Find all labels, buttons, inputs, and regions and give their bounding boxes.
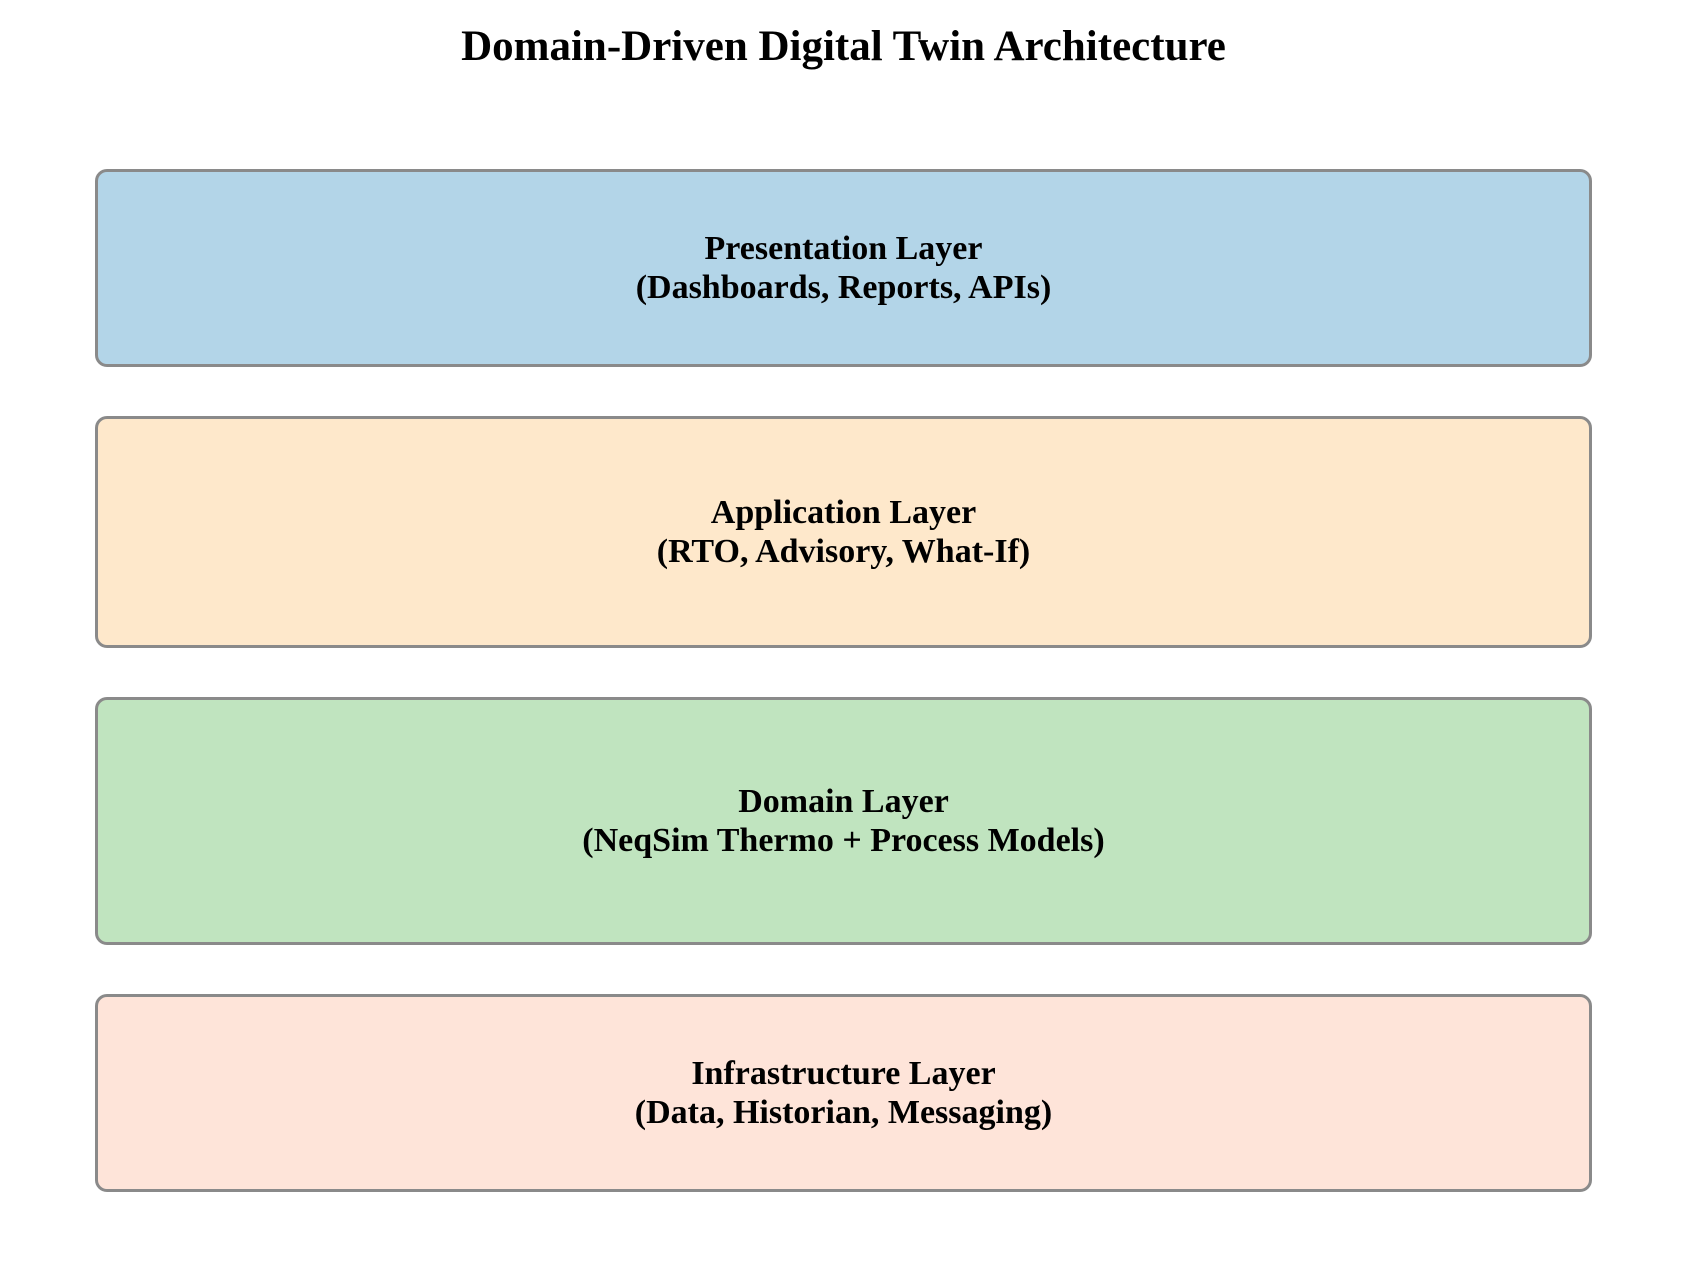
layer-name: Infrastructure Layer xyxy=(691,1055,996,1092)
presentation-layer-box: Presentation Layer (Dashboards, Reports,… xyxy=(95,169,1592,367)
layer-description: (NeqSim Thermo + Process Models) xyxy=(582,822,1105,859)
layer-description: (Data, Historian, Messaging) xyxy=(634,1094,1053,1131)
diagram-title: Domain-Driven Digital Twin Architecture xyxy=(461,23,1226,70)
infrastructure-layer-box: Infrastructure Layer (Data, Historian, M… xyxy=(95,994,1592,1192)
layer-description: (RTO, Advisory, What-If) xyxy=(656,533,1031,570)
application-layer-box: Application Layer (RTO, Advisory, What-I… xyxy=(95,416,1592,648)
layer-description: (Dashboards, Reports, APIs) xyxy=(635,269,1052,306)
domain-layer-box: Domain Layer (NeqSim Thermo + Process Mo… xyxy=(95,697,1592,945)
layer-name: Presentation Layer xyxy=(704,230,983,267)
layer-name: Domain Layer xyxy=(738,783,949,820)
layer-name: Application Layer xyxy=(710,494,977,531)
